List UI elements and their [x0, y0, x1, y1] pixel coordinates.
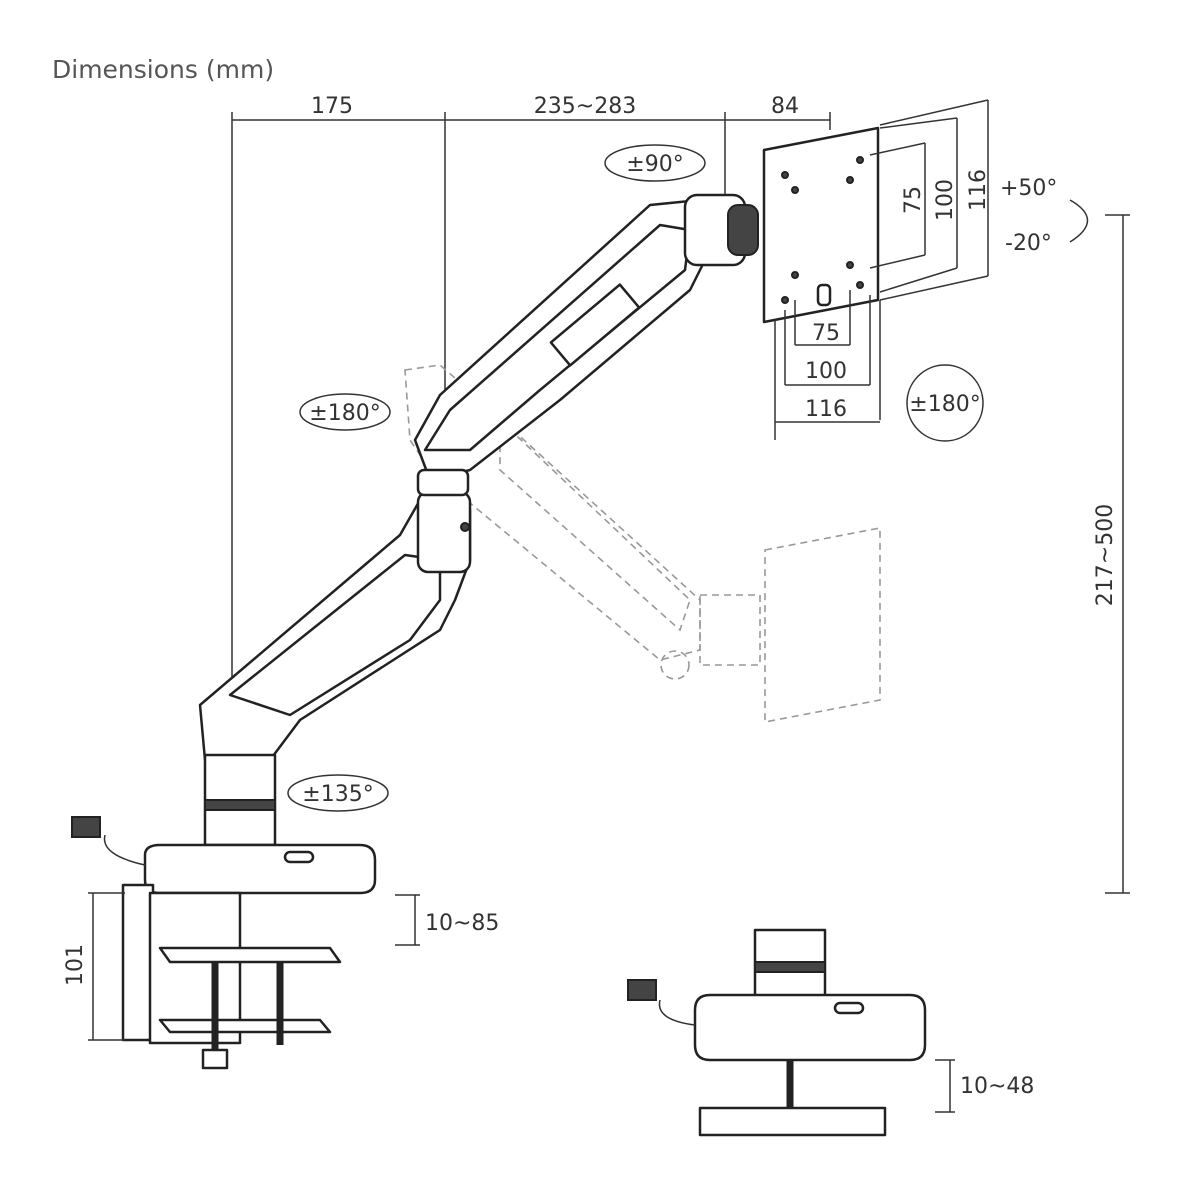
- tilt-arrow-icon: [1069, 199, 1089, 243]
- base-rotation-arrow-icon: [287, 774, 389, 812]
- plate-vertical-100: 100: [933, 179, 958, 221]
- clamp-height-bracket: [88, 892, 125, 1041]
- base-rotation-label: ±135°: [302, 782, 373, 807]
- head-swivel-label: ±90°: [626, 152, 683, 177]
- clamp-thickness-label: 10~85: [425, 911, 499, 936]
- height-range-label: 217~500: [1093, 504, 1118, 606]
- plate-rotation-arrow-icon: [906, 364, 984, 442]
- clamp-height-label: 101: [63, 944, 88, 986]
- plate-vertical-75: 75: [901, 186, 926, 214]
- plate-rotation-label: ±180°: [909, 392, 980, 417]
- clamp-base: [71, 753, 377, 1070]
- plate-horizontal-dimension-lines: [774, 290, 881, 440]
- tilt-head: [683, 193, 759, 267]
- elbow-rotation-label: ±180°: [309, 401, 380, 426]
- plate-horizontal-100: 100: [805, 359, 847, 384]
- height-dimension-line: [1105, 214, 1130, 894]
- grommet-thickness-label: 10~48: [960, 1074, 1034, 1099]
- lower-arm: [198, 490, 472, 762]
- dim-upper-arm: 235~283: [534, 94, 636, 119]
- tilt-down-label: -20°: [1005, 231, 1052, 256]
- plate-vertical-dimension-lines: [869, 99, 989, 301]
- elbow-rotation-arrow-icon: [299, 393, 391, 431]
- grommet-base: [627, 928, 927, 1137]
- vesa-plate: [762, 126, 880, 324]
- tilt-up-label: +50°: [1000, 176, 1057, 201]
- ghost-arm-lowered: [404, 364, 881, 723]
- diagram-title: Dimensions (mm): [52, 55, 274, 84]
- dim-head: 84: [771, 94, 799, 119]
- plate-horizontal-116: 116: [805, 397, 847, 422]
- upper-arm: [413, 198, 707, 497]
- plate-vertical-116: 116: [966, 169, 991, 211]
- top-dimension-lines: [231, 112, 831, 680]
- clamp-thickness-bracket: [395, 894, 420, 946]
- dim-base-to-joint: 175: [311, 94, 353, 119]
- grommet-thickness-bracket: [935, 1059, 955, 1113]
- swivel-arrow-icon: [604, 144, 706, 182]
- plate-horizontal-75: 75: [812, 321, 840, 346]
